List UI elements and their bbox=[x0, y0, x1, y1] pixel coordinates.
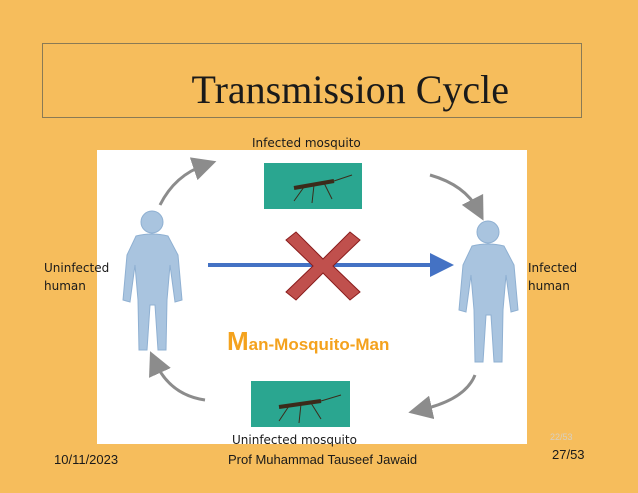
footer-author: Prof Muhammad Tauseef Jawaid bbox=[228, 452, 418, 467]
cycle-arrow-bottom-left bbox=[149, 351, 206, 402]
cycle-label-rest: an-Mosquito-Man bbox=[248, 335, 390, 354]
slide-title: Transmission Cycle bbox=[191, 67, 509, 112]
infected-mosquito-image bbox=[264, 163, 362, 209]
infected-human-label: Infected human bbox=[528, 259, 577, 295]
blocked-cross bbox=[285, 231, 361, 301]
cycle-arrow-bottom-right bbox=[408, 374, 477, 420]
cycle-arrow-top-left bbox=[158, 157, 217, 206]
cycle-label: Man-Mosquito-Man bbox=[227, 326, 389, 357]
uninfected-human-figure bbox=[122, 210, 183, 351]
uninfected-mosquito-label: Uninfected mosquito bbox=[232, 433, 357, 447]
uninfected-human-label: Uninfected human bbox=[44, 259, 109, 295]
uninfected-human-label-line2: human bbox=[44, 279, 86, 293]
faded-page-number: 22/53 bbox=[550, 432, 573, 442]
infected-mosquito-label: Infected mosquito bbox=[252, 136, 361, 150]
uninfected-human-label-line1: Uninfected bbox=[44, 261, 110, 275]
footer-date: 10/11/2023 bbox=[54, 452, 119, 467]
title-box: Transmission Cycle bbox=[42, 43, 582, 118]
cycle-arrow-top-right bbox=[429, 173, 484, 221]
footer-page-number: 27/53 bbox=[552, 447, 585, 462]
infected-human-figure bbox=[458, 220, 519, 363]
cycle-label-initial: M bbox=[227, 326, 249, 356]
uninfected-mosquito-image bbox=[251, 381, 350, 427]
infected-human-label-line2: human bbox=[528, 279, 570, 293]
infected-human-label-line1: Infected bbox=[528, 261, 578, 275]
